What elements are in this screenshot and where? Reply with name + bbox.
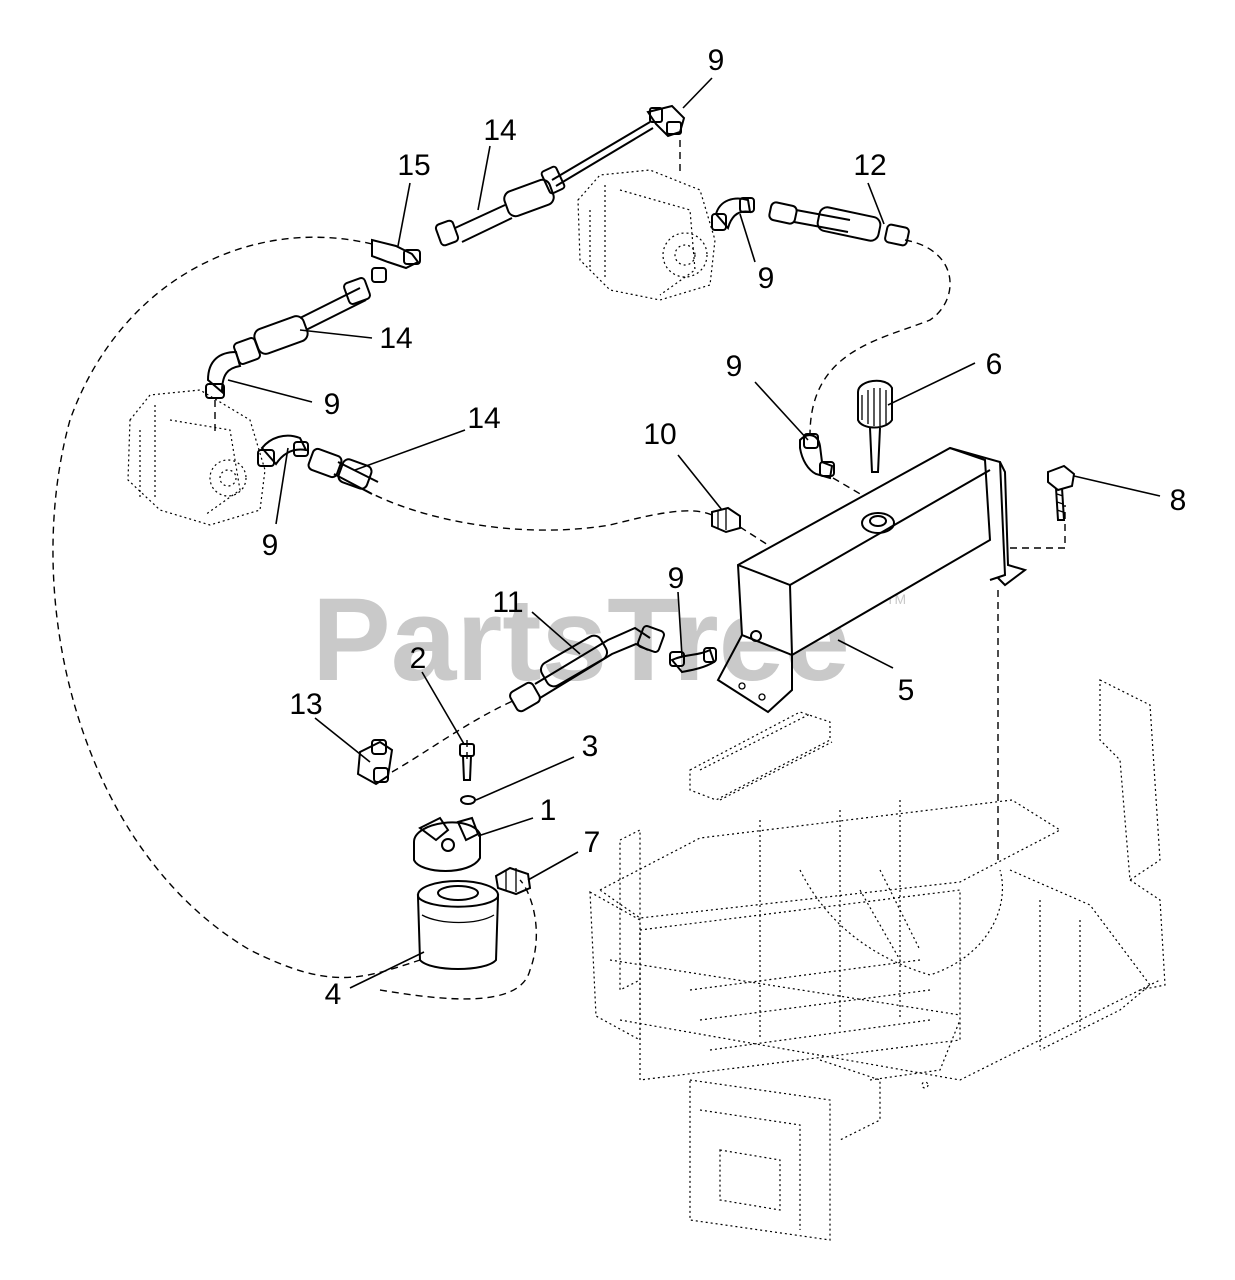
screw-2 xyxy=(459,743,475,781)
callout-9: 9 xyxy=(708,44,725,77)
filter-4 xyxy=(416,880,500,970)
callout-9: 9 xyxy=(758,262,775,295)
callout-2: 2 xyxy=(410,642,427,675)
callout-14: 14 xyxy=(483,114,516,147)
callout-7: 7 xyxy=(584,826,601,859)
callout-12: 12 xyxy=(853,149,886,182)
pump-right xyxy=(577,169,716,301)
callout-labels: 9 14 15 12 14 9 9 6 9 14 10 9 8 9 11 2 5… xyxy=(262,44,1187,1011)
fitting-9-right-pump xyxy=(711,197,755,231)
callout-10: 10 xyxy=(643,418,676,451)
callout-9: 9 xyxy=(668,562,685,595)
hose-14-lower xyxy=(307,447,379,495)
chassis-frame xyxy=(589,679,1166,1241)
callout-9: 9 xyxy=(262,529,279,562)
hose-14-upper xyxy=(434,121,654,247)
callout-14: 14 xyxy=(467,402,500,435)
hose-14-middle xyxy=(233,277,371,365)
callout-4: 4 xyxy=(325,978,342,1011)
callout-1: 1 xyxy=(540,794,557,827)
filter-head-1 xyxy=(413,816,481,872)
callout-13: 13 xyxy=(289,688,322,721)
callout-6: 6 xyxy=(986,348,1003,381)
routing-lines xyxy=(52,140,1066,1000)
breather-cap-6 xyxy=(857,379,893,473)
fitting-7 xyxy=(494,866,532,896)
washer-3 xyxy=(460,795,476,805)
callout-8: 8 xyxy=(1170,484,1187,517)
pump-left xyxy=(127,389,266,526)
fitting-9-left-lower xyxy=(257,434,309,467)
callout-9: 9 xyxy=(726,350,743,383)
fitting-13 xyxy=(356,739,394,786)
hose-12 xyxy=(768,201,910,247)
fitting-15 xyxy=(371,238,421,283)
callout-14: 14 xyxy=(379,322,412,355)
hydraulic-tank-5 xyxy=(716,446,1028,714)
callout-3: 3 xyxy=(582,730,599,763)
callout-5: 5 xyxy=(898,674,915,707)
leader-lines xyxy=(227,77,1161,989)
hose-11 xyxy=(509,625,665,713)
callout-11: 11 xyxy=(492,586,523,619)
bolt-8 xyxy=(1047,464,1076,521)
fitting-9-tank xyxy=(799,433,835,480)
fitting-9-tank-lower xyxy=(669,647,717,674)
fitting-10 xyxy=(711,506,741,534)
callout-9: 9 xyxy=(324,388,341,421)
fitting-9-left-upper xyxy=(205,350,242,399)
callout-15: 15 xyxy=(397,149,430,182)
fitting-9-top xyxy=(646,104,686,138)
